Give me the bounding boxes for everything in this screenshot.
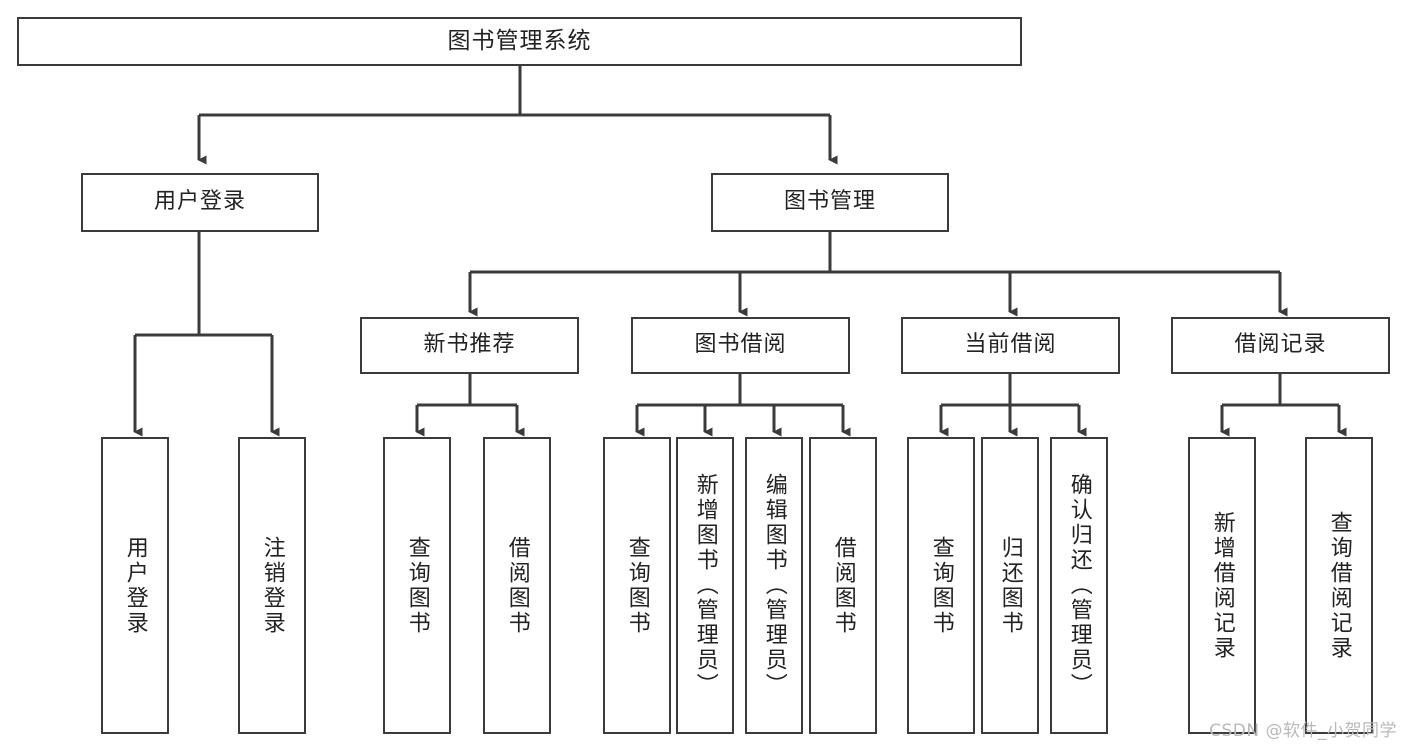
leaf-confirm-return[interactable]: 确认归还（管理员） bbox=[1050, 437, 1108, 734]
node-label: 新增图书（管理员） bbox=[692, 473, 718, 698]
node-label: 确认归还（管理员） bbox=[1066, 473, 1092, 698]
node-label: 新增借阅记录 bbox=[1209, 510, 1235, 661]
node-label: 借阅图书 bbox=[830, 535, 856, 636]
node-borrow-record[interactable]: 借阅记录 bbox=[1171, 317, 1390, 374]
node-label: 图书管理系统 bbox=[447, 27, 592, 54]
node-label: 用户登录 bbox=[153, 189, 246, 215]
leaf-add-borrow-record[interactable]: 新增借阅记录 bbox=[1188, 437, 1256, 734]
node-label: 注销登录 bbox=[259, 535, 285, 636]
node-current-borrow[interactable]: 当前借阅 bbox=[901, 317, 1120, 374]
leaf-borrow-book[interactable]: 借阅图书 bbox=[809, 437, 877, 734]
node-label: 用户登录 bbox=[122, 535, 148, 636]
node-label: 当前借阅 bbox=[964, 332, 1057, 358]
node-label: 借阅图书 bbox=[504, 535, 530, 636]
node-user-login[interactable]: 用户登录 bbox=[81, 173, 319, 232]
leaf-logout[interactable]: 注销登录 bbox=[238, 437, 306, 734]
node-label: 查询图书 bbox=[624, 535, 650, 636]
node-label: 新书推荐 bbox=[423, 332, 516, 358]
node-label: 查询图书 bbox=[404, 535, 430, 636]
node-label: 查询借阅记录 bbox=[1326, 510, 1352, 661]
node-label: 查询图书 bbox=[928, 535, 954, 636]
leaf-query-book-recommend[interactable]: 查询图书 bbox=[383, 437, 451, 734]
node-book-manage[interactable]: 图书管理 bbox=[711, 173, 949, 232]
node-label: 归还图书 bbox=[997, 535, 1023, 636]
node-label: 图书借阅 bbox=[694, 332, 787, 358]
leaf-return-book[interactable]: 归还图书 bbox=[981, 437, 1039, 734]
leaf-add-book[interactable]: 新增图书（管理员） bbox=[676, 437, 734, 734]
leaf-borrow-book-recommend[interactable]: 借阅图书 bbox=[483, 437, 551, 734]
leaf-edit-book[interactable]: 编辑图书（管理员） bbox=[745, 437, 803, 734]
leaf-query-borrow-record[interactable]: 查询借阅记录 bbox=[1305, 437, 1373, 734]
leaf-query-book-current[interactable]: 查询图书 bbox=[907, 437, 975, 734]
node-label: 借阅记录 bbox=[1234, 332, 1327, 358]
node-new-book-recommend[interactable]: 新书推荐 bbox=[360, 317, 579, 374]
leaf-query-book-borrow[interactable]: 查询图书 bbox=[603, 437, 671, 734]
node-label: 图书管理 bbox=[783, 189, 876, 215]
leaf-user-login[interactable]: 用户登录 bbox=[101, 437, 169, 734]
node-book-borrow[interactable]: 图书借阅 bbox=[631, 317, 850, 374]
node-label: 编辑图书（管理员） bbox=[761, 473, 787, 698]
node-root-system[interactable]: 图书管理系统 bbox=[17, 17, 1022, 66]
